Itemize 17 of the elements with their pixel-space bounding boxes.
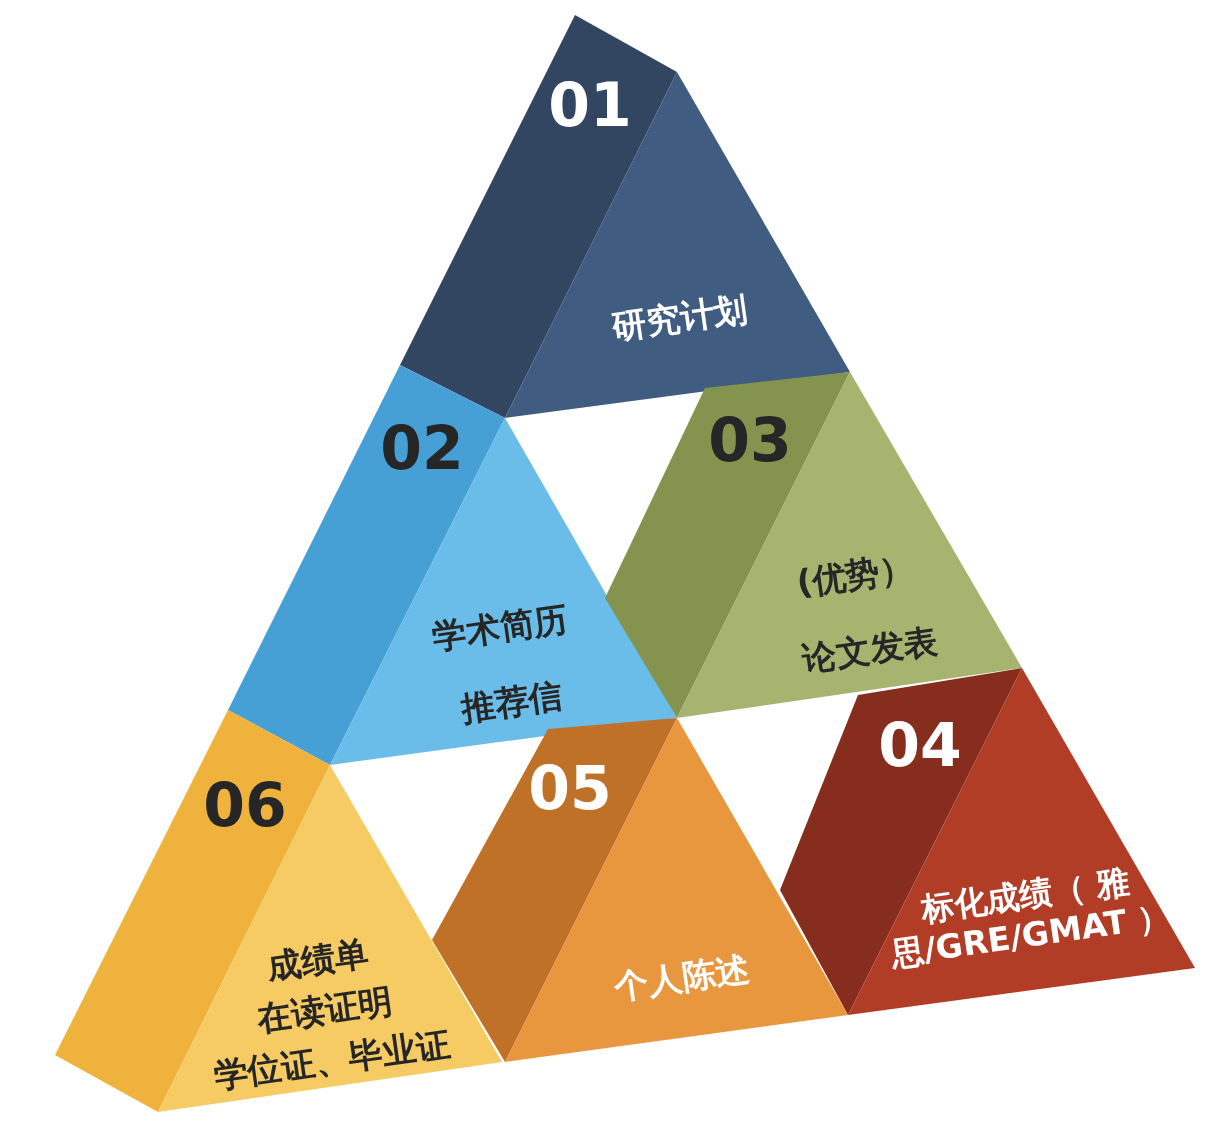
step-label: 成绩单 bbox=[264, 932, 372, 987]
step-label: 推荐信 bbox=[458, 674, 566, 730]
step-label: 学术简历 bbox=[429, 598, 571, 658]
step-number: 03 bbox=[708, 410, 792, 470]
pyramid-block bbox=[228, 365, 677, 765]
step-label: 个人陈述 bbox=[611, 948, 753, 1008]
step-label: 标化成绩（ 雅思/GRE/GMAT ） bbox=[887, 860, 1175, 975]
pyramid-block bbox=[400, 15, 850, 418]
step-number: 06 bbox=[203, 775, 287, 835]
step-number: 05 bbox=[528, 758, 612, 818]
pyramid-block bbox=[605, 372, 1022, 718]
step-number: 02 bbox=[380, 418, 464, 478]
step-label: (优势） bbox=[793, 546, 917, 604]
step-label: 研究计划 bbox=[609, 288, 751, 348]
step-label: 论文发表 bbox=[799, 620, 941, 680]
step-number: 01 bbox=[548, 75, 632, 135]
step-number: 04 bbox=[878, 715, 962, 775]
